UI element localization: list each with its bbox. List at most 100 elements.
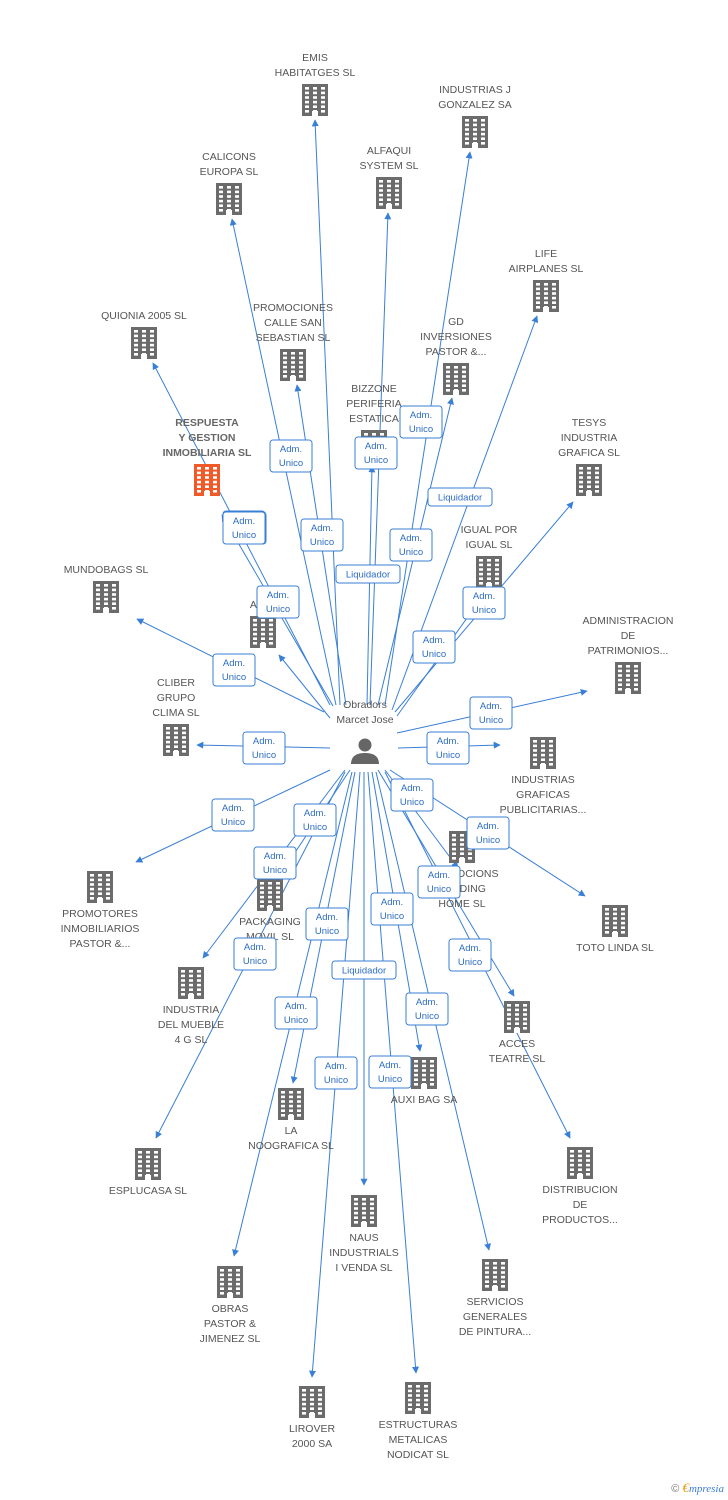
copyright-symbol: © — [671, 1483, 680, 1495]
company-label: NODICAT SL — [387, 1449, 449, 1461]
building-icon — [194, 464, 220, 496]
company-label: GRAFICA SL — [558, 447, 620, 459]
role-text: Adm. — [437, 736, 459, 747]
company-label: PASTOR &... — [426, 346, 487, 358]
company-label: DEL MUEBLE — [158, 1019, 224, 1031]
company-node-esplucasa[interactable]: ESPLUCASA SL — [109, 1148, 187, 1197]
company-label: PERIFERIA — [346, 398, 401, 410]
role-text: Unico — [266, 604, 290, 615]
company-label: ADMINISTRACION — [582, 615, 673, 627]
company-label: PROMOTORES — [62, 908, 138, 920]
role-text: Unico — [263, 865, 287, 876]
role-text: Unico — [232, 530, 256, 541]
role-text: Adm. — [365, 441, 387, 452]
company-node-distribucion[interactable]: DISTRIBUCIONDEPRODUCTOS... — [542, 1147, 618, 1226]
company-label: INVERSIONES — [420, 331, 492, 343]
company-node-gd[interactable]: GD INVERSIONES PASTOR &... — [420, 316, 492, 395]
role-text: Unico — [458, 957, 482, 968]
company-label: CALICONS — [202, 151, 256, 163]
company-label: PROMOCIONES — [253, 302, 333, 314]
company-label: AIRPLANES SL — [509, 263, 584, 275]
brand-watermark: © €mpresia — [671, 1480, 724, 1496]
company-label: EMIS — [302, 52, 328, 64]
building-icon — [135, 1148, 161, 1180]
role-badge-obras: Adm.Unico — [305, 907, 349, 941]
company-node-mundobags[interactable]: MUNDOBAGS SL — [64, 564, 149, 613]
role-text: Adm. — [264, 851, 286, 862]
company-node-industrias-graficas[interactable]: INDUSTRIASGRAFICASPUBLICITARIAS... — [500, 737, 587, 816]
building-icon — [576, 464, 602, 496]
company-label: GENERALES — [463, 1311, 527, 1323]
role-text: Unico — [324, 1075, 348, 1086]
role-text: Unico — [222, 672, 246, 683]
company-label: GD — [448, 316, 464, 328]
company-node-toto[interactable]: TOTO LINDA SL — [576, 905, 654, 954]
company-label: Y GESTION — [179, 432, 236, 444]
company-label: TESYS — [572, 417, 606, 429]
role-text: Adm. — [280, 444, 302, 455]
role-badge-mundobags: Adm.Unico — [212, 653, 256, 687]
role-text: Unico — [380, 911, 404, 922]
role-text: Adm. — [267, 590, 289, 601]
company-node-industria-mueble[interactable]: INDUSTRIA DEL MUEBLE 4 G SL — [158, 967, 224, 1046]
role-text: Adm. — [477, 821, 499, 832]
building-icon — [178, 967, 204, 999]
company-label: LIFE — [535, 248, 557, 260]
role-text: Unico — [436, 750, 460, 761]
role-text: Unico — [415, 1011, 439, 1022]
company-node-administracion[interactable]: ADMINISTRACIONDEPATRIMONIOS... — [582, 615, 674, 694]
company-label: CLIMA SL — [152, 707, 199, 719]
role-badge-auxi: Adm.Unico — [405, 992, 449, 1026]
role-badge-administracion: Adm.Unico — [469, 696, 513, 730]
company-label: DE — [573, 1199, 588, 1211]
company-label: PASTOR & — [204, 1318, 256, 1330]
building-icon — [163, 724, 189, 756]
company-label: 4 G SL — [175, 1034, 208, 1046]
role-text: Adm. — [473, 591, 495, 602]
role-text: Adm. — [233, 516, 255, 527]
company-label: LA — [285, 1125, 298, 1137]
role-text: Liquidador — [342, 966, 386, 977]
company-label: INMOBILIARIA SL — [163, 447, 252, 459]
company-label: ESTRUCTURAS — [379, 1419, 458, 1431]
role-text: Unico — [310, 537, 334, 548]
role-badge-adim: Adm. Unico — [256, 585, 300, 619]
role-badge-distribucion: Adm.Unico — [417, 865, 461, 899]
company-node-auxi[interactable]: AUXI BAG SA — [391, 1057, 458, 1106]
role-badge-industrias-graficas: Adm. Unico — [426, 731, 470, 765]
building-icon — [476, 556, 502, 588]
building-icon — [462, 116, 488, 148]
role-text: Unico — [422, 649, 446, 660]
role-text: Unico — [364, 455, 388, 466]
company-label: INDUSTRIA — [163, 1004, 220, 1016]
role-text: Unico — [476, 835, 500, 846]
role-text: Adm. — [401, 783, 423, 794]
company-node-life[interactable]: LIFE AIRPLANES SL — [509, 248, 584, 312]
company-label: 2000 SA — [292, 1438, 332, 1450]
brand-logo-text: mpresia — [688, 1483, 724, 1495]
role-badge-igual: Adm.Unico — [462, 586, 506, 620]
company-node-quionia[interactable]: QUIONIA 2005 SL — [101, 310, 187, 359]
company-label: TOTO LINDA SL — [576, 942, 654, 954]
company-label: ESPLUCASA SL — [109, 1185, 187, 1197]
company-label: PACKAGING — [239, 916, 301, 928]
